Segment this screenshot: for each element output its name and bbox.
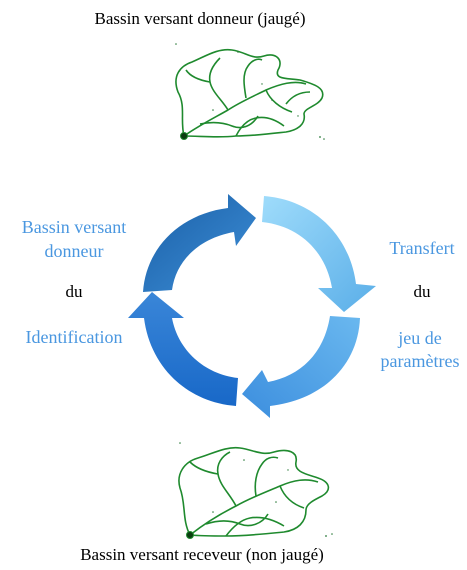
cycle-arrows (128, 194, 376, 418)
left-label-line2: donneur (44, 241, 104, 261)
arrow-top-left (143, 194, 256, 292)
arrow-bottom-left (128, 292, 238, 406)
receiver-basin-title: Bassin versant receveur (non jaugé) (80, 545, 324, 564)
left-connector: du (65, 282, 83, 301)
arrow-top-right (262, 196, 376, 312)
receiver-basin-map (178, 446, 330, 537)
right-connector: du (413, 282, 431, 301)
left-label-line1: Bassin versant (21, 217, 127, 237)
donor-outlet-icon (180, 132, 188, 140)
left-action-label: Identification (25, 327, 123, 347)
donor-basin-map (175, 48, 324, 138)
right-label-line1: jeu de (398, 328, 442, 348)
receiver-outlet-icon (186, 531, 194, 539)
donor-basin-title: Bassin versant donneur (jaugé) (94, 9, 306, 28)
right-label-line2: paramètres (380, 351, 460, 371)
right-action-label: Transfert (389, 238, 455, 258)
arrow-bottom-right (242, 316, 360, 418)
